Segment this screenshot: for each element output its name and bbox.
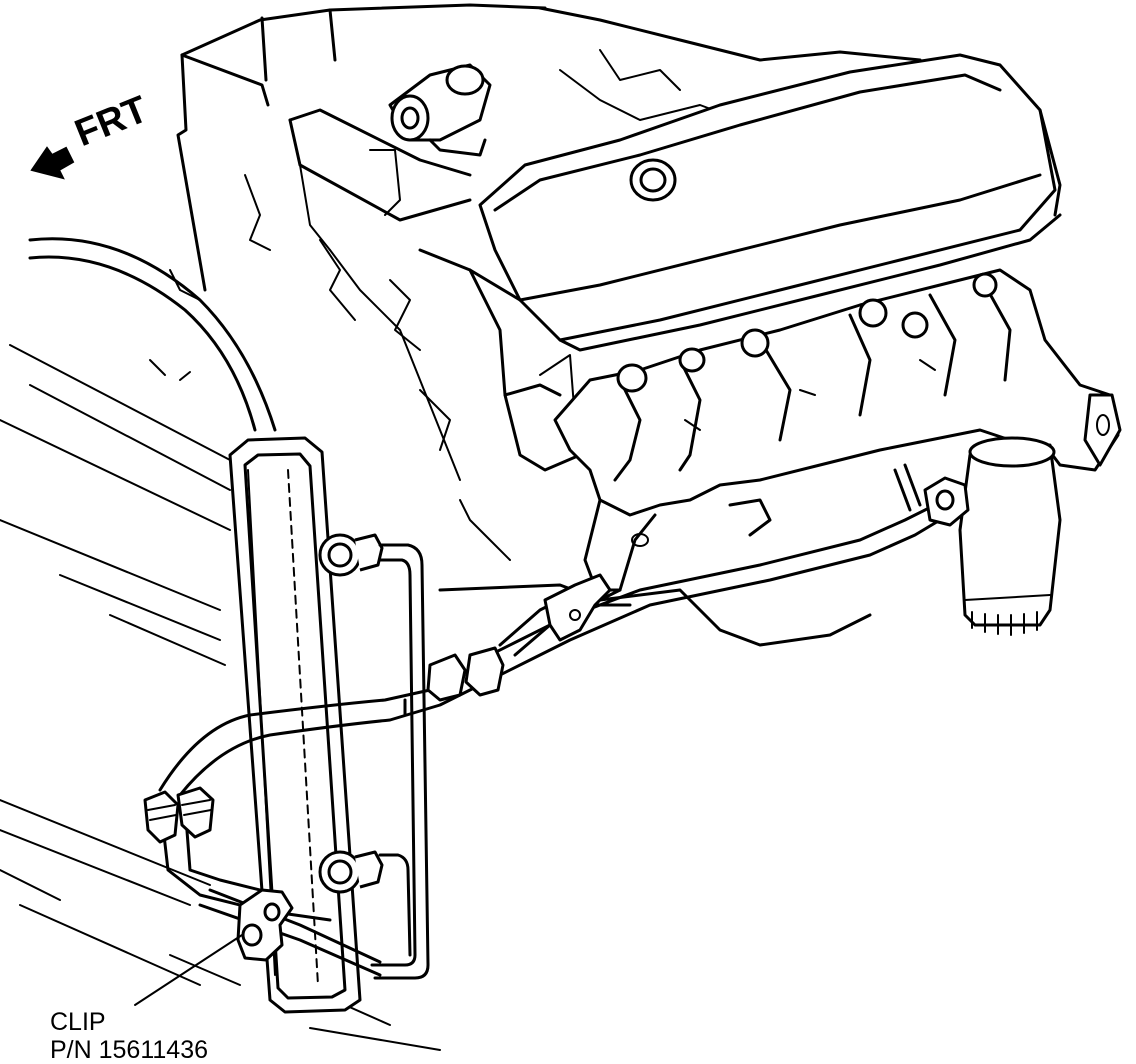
engine-block	[169, 3, 922, 647]
valve-cover	[478, 53, 1062, 352]
exhaust-manifold	[553, 268, 1122, 602]
front-arrow-icon	[30, 146, 75, 180]
oil-filter	[958, 436, 1062, 636]
transmission-case	[0, 237, 441, 1051]
cooler-lines	[143, 463, 970, 980]
line-clip	[236, 888, 294, 962]
clip-part-number: P/N 15611436	[50, 1036, 208, 1064]
water-outlet	[369, 63, 492, 216]
clip-leader-line	[134, 934, 243, 1006]
clip-callout-name: CLIP	[50, 1008, 106, 1036]
